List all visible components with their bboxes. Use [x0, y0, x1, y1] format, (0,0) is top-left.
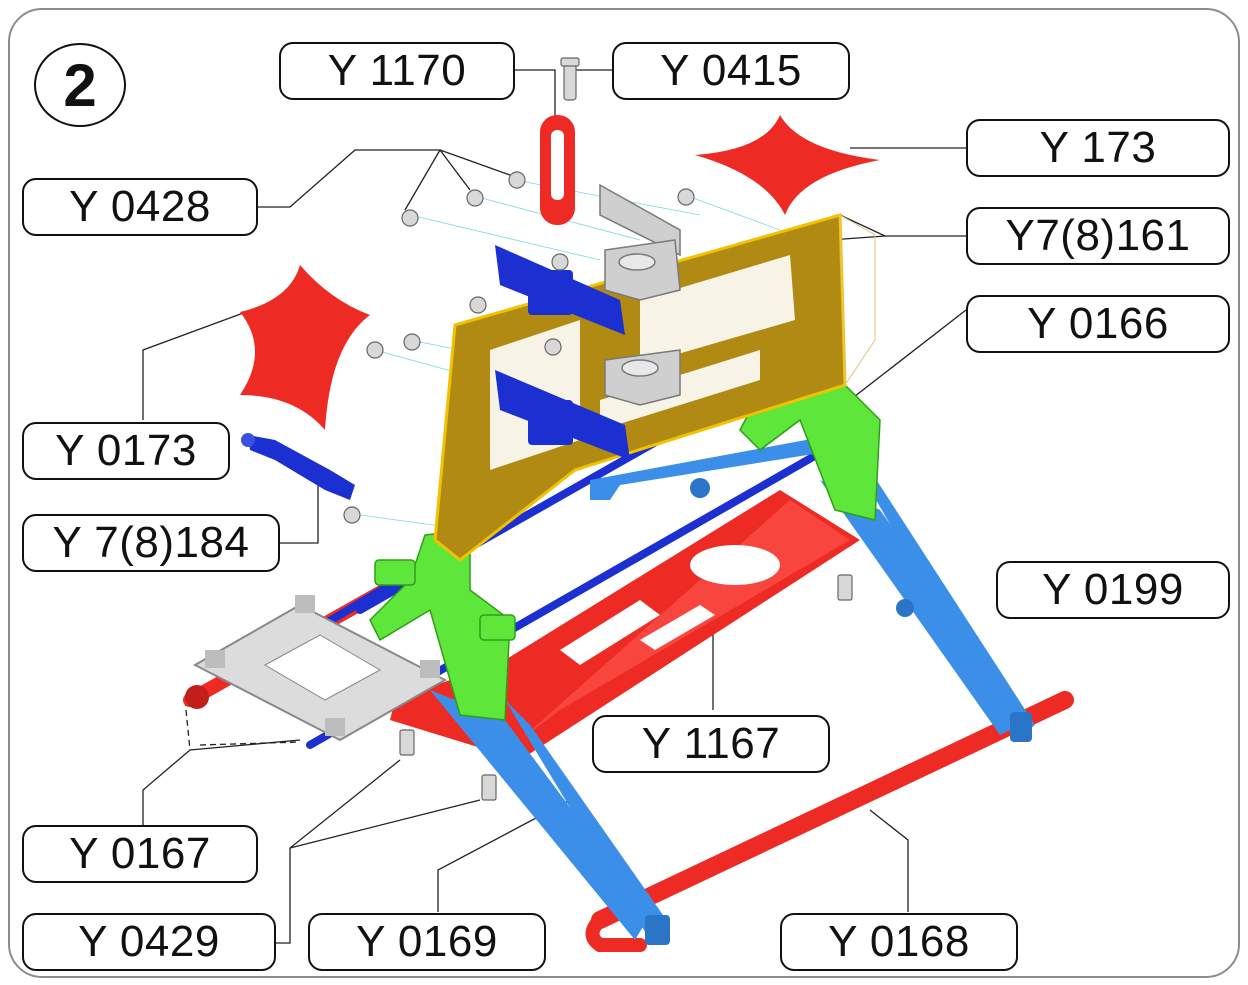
leader-y78184: [280, 470, 319, 544]
leader-y0429: [276, 759, 481, 944]
light-blue-struts: [430, 430, 1035, 945]
leader-y0167: [142, 739, 301, 825]
red-parts: [240, 115, 880, 430]
callout-y0167: Y 0167: [22, 825, 258, 883]
callout-y0415: Y 0415: [612, 42, 850, 100]
callout-y0166: Y 0166: [966, 295, 1230, 353]
blue-servo-mounts: [495, 245, 630, 460]
grey-battery-tray: [192, 595, 448, 742]
step-number-badge: 2: [34, 43, 126, 127]
blue-pivot-pin: [241, 433, 355, 500]
leader-y78161: [829, 214, 966, 241]
callout-y0429: Y 0429: [22, 913, 276, 971]
diagram-frame: [8, 8, 1240, 978]
red-bottom-plate: [390, 490, 860, 760]
leader-lines: [142, 69, 967, 944]
callout-y0169: Y 0169: [308, 913, 546, 971]
red-foam-pad-left: [240, 265, 370, 430]
callout-y78184: Y 7(8)184: [22, 514, 280, 572]
callout-y0428: Y 0428: [22, 178, 258, 236]
red-foam-pad-right: [695, 115, 880, 215]
callout-y173: Y 173: [966, 119, 1230, 177]
leader-y0173: [142, 304, 266, 420]
callout-y78161: Y7(8)161: [966, 207, 1230, 265]
grey-bearing-blocks: [599, 183, 681, 406]
leader-y0169: [437, 799, 571, 912]
callout-y0173: Y 0173: [22, 422, 230, 480]
leader-y1170: [515, 69, 556, 120]
leader-y0166: [849, 309, 967, 401]
callout-y0168: Y 0168: [780, 913, 1018, 971]
leader-y0168: [869, 809, 909, 912]
callout-y1167: Y 1167: [592, 715, 830, 773]
callout-y0199: Y 0199: [996, 561, 1230, 619]
callout-y1170: Y 1170: [279, 42, 515, 100]
screws: [343, 57, 853, 801]
leader-y0428: [258, 149, 511, 211]
leader-y0167-hidden: [184, 699, 301, 751]
